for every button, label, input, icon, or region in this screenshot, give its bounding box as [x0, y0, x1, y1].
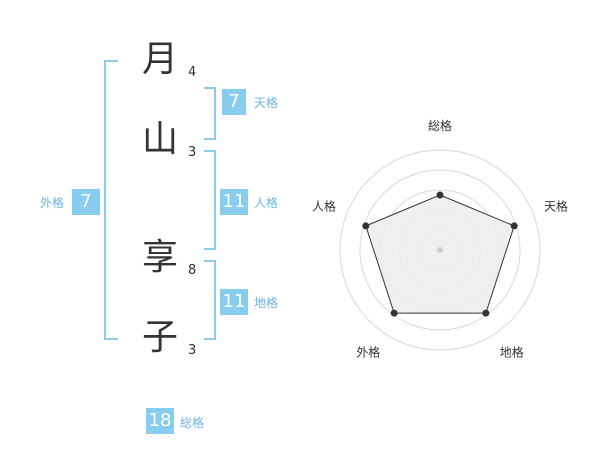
radar-label-tenkaku: 天格: [544, 198, 568, 213]
radar-label-jinkaku: 人格: [312, 198, 336, 213]
radar-point-jinkaku: [362, 222, 370, 230]
stroke-count-3: 8: [188, 263, 197, 278]
radar-point-tenkaku: [510, 222, 518, 230]
chikaku-bracket: [204, 260, 216, 340]
tenkaku-bracket: [204, 87, 216, 140]
gaikaku-badge: 7: [72, 189, 100, 215]
radar-ring: [339, 149, 541, 351]
chikaku-label: 地格: [254, 296, 279, 310]
radar-polygon: [365, 194, 515, 314]
radar-point-gaikaku: [390, 309, 398, 317]
tenkaku-label: 天格: [254, 96, 279, 110]
radar-point-chikaku: [482, 309, 490, 317]
name-char-3: 享: [142, 237, 179, 278]
jinkaku-bracket: [204, 150, 216, 250]
tenkaku-badge: 7: [222, 89, 246, 115]
stroke-count-4: 3: [188, 343, 197, 358]
radar-label-soukaku: 総格: [428, 118, 452, 133]
name-char-4: 子: [142, 317, 179, 358]
name-char-1: 月: [142, 39, 179, 80]
radar-chart: 総格 天格 地格 外格 人格: [312, 118, 568, 360]
chikaku-badge: 11: [220, 289, 248, 315]
radar-label-chikaku: 地格: [500, 345, 524, 360]
gaikaku-bracket: [104, 60, 118, 340]
jinkaku-badge: 11: [220, 189, 248, 215]
soukaku-badge: 18: [146, 408, 174, 434]
radar-label-gaikaku: 外格: [356, 345, 380, 360]
radar-center-dot: [437, 247, 443, 253]
gaikaku-label: 外格: [40, 196, 65, 210]
soukaku-label: 総格: [180, 416, 205, 430]
stroke-count-2: 3: [188, 145, 197, 160]
radar-point-soukaku: [436, 191, 444, 199]
radar-ring: [359, 169, 521, 331]
jinkaku-label: 人格: [254, 196, 279, 210]
stroke-count-1: 4: [188, 65, 197, 80]
name-char-2: 山: [142, 119, 179, 160]
